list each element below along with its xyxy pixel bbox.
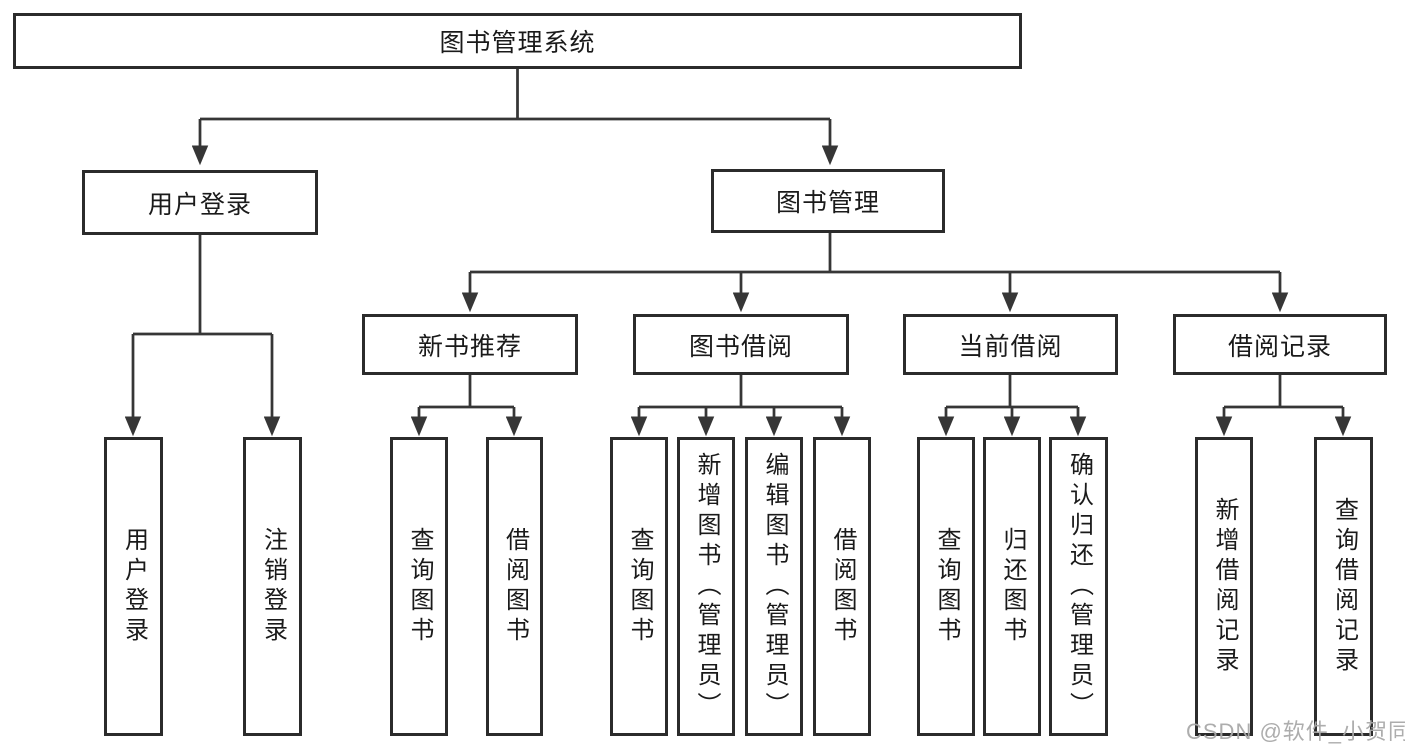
leaf-query-books-recommend: 查询图书: [390, 437, 448, 736]
leaf-logout: 注销登录: [243, 437, 302, 736]
node-new-book-recommendation: 新书推荐: [362, 314, 578, 375]
node-book-borrowing: 图书借阅: [633, 314, 849, 375]
leaf-add-borrow-record: 新增借阅记录: [1195, 437, 1253, 736]
new-book-recommendation-connector: [410, 375, 523, 437]
leaf-edit-books-admin: 编辑图书（管理员）: [745, 437, 803, 736]
node-user-login: 用户登录: [82, 170, 318, 235]
leaf-user-login: 用户登录: [104, 437, 163, 736]
current-borrowing-connector: [937, 375, 1087, 437]
node-book-management: 图书管理: [711, 169, 945, 233]
leaf-query-books-borrowing: 查询图书: [610, 437, 668, 736]
book-borrowing-connector: [630, 375, 851, 437]
leaf-return-books: 归还图书: [983, 437, 1041, 736]
root-connector: [191, 69, 839, 166]
borrowing-records-connector: [1215, 375, 1352, 437]
user-login-connector: [124, 235, 281, 437]
node-borrowing-records: 借阅记录: [1173, 314, 1387, 375]
book-management-connector: [461, 233, 1289, 313]
node-library-system: 图书管理系统: [13, 13, 1022, 69]
leaf-add-books-admin: 新增图书（管理员）: [677, 437, 735, 736]
leaf-borrow-books-recommend: 借阅图书: [486, 437, 543, 736]
leaf-query-borrow-record: 查询借阅记录: [1314, 437, 1373, 736]
node-current-borrowing: 当前借阅: [903, 314, 1118, 375]
leaf-confirm-return-admin: 确认归还（管理员）: [1049, 437, 1108, 736]
watermark-text: CSDN @软件_小贺同学: [1186, 719, 1405, 744]
leaf-borrow-books-borrowing: 借阅图书: [813, 437, 871, 736]
leaf-query-books-current: 查询图书: [917, 437, 975, 736]
